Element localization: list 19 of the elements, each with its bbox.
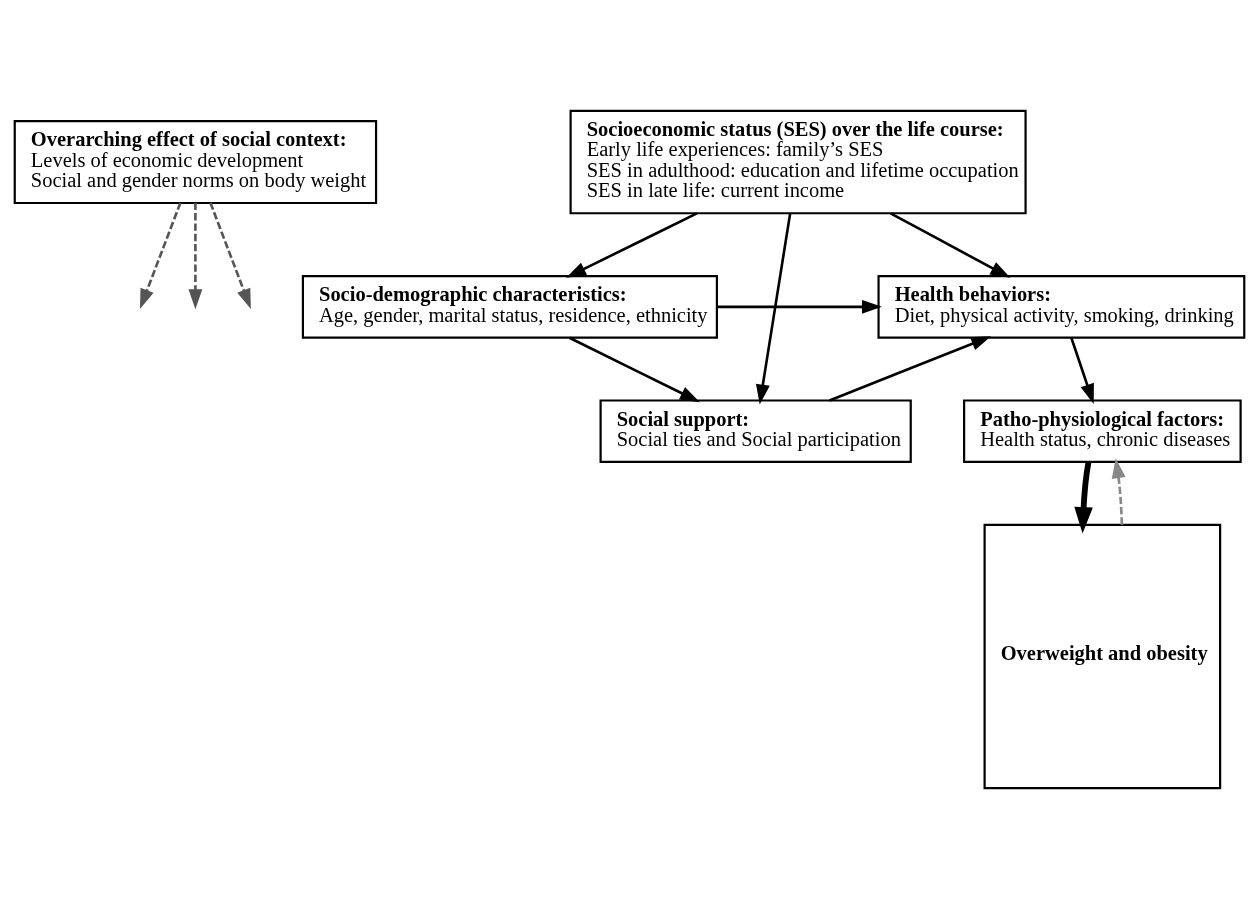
node-box: Socioeconomic status (SES) over the life course: Early life experiences: family’s SES SES in adulthood: education and lifetime occupation SES in late life: current income <box>569 109 1027 215</box>
arrow <box>717 299 882 314</box>
arrow <box>889 212 1011 278</box>
arrow <box>829 336 992 402</box>
arrow <box>568 336 700 403</box>
arrow <box>566 212 698 278</box>
arrow <box>1070 337 1094 404</box>
arrow <box>1074 461 1093 534</box>
node-box: Social support: Social ties and Social participation <box>599 399 912 464</box>
arrow <box>209 202 251 309</box>
arrow <box>139 202 182 309</box>
node-box: Patho-physiological factors: Health status, chronic diseases <box>963 399 1242 464</box>
node-box: Overarching effect of social context: Levels of economic development Social and gender norms on body weight <box>13 120 378 205</box>
arrow <box>1111 458 1126 525</box>
node-box: Overweight and obesity <box>983 523 1222 790</box>
arrow <box>755 213 792 405</box>
arrow <box>188 203 203 310</box>
node-box: Socio-demographic characteristics: Age, gender, marital status, residence, ethnicity <box>301 275 718 339</box>
node-box: Health behaviors: Diet, physical activity, smoking, drinking <box>877 275 1246 339</box>
